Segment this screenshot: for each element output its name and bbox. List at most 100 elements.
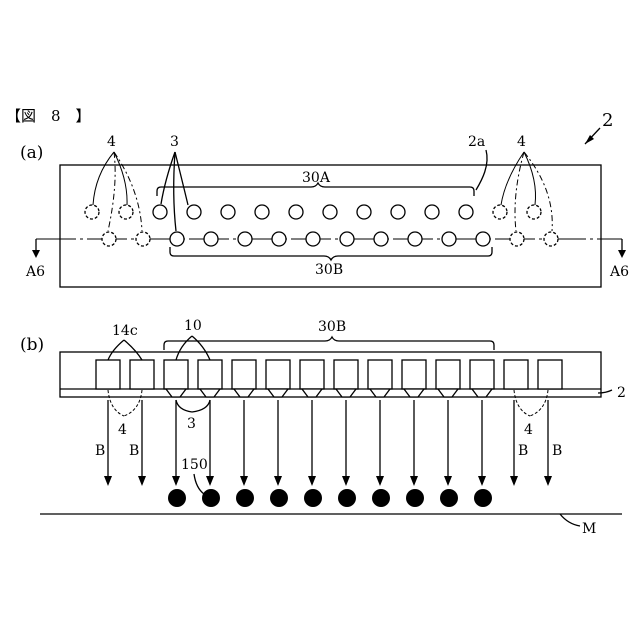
leader-3a-1: [161, 152, 175, 204]
leader-4b-right-1: [514, 390, 530, 416]
leader-14c-2: [124, 340, 142, 360]
part-a-label: (a): [20, 143, 43, 163]
pressure-chamber: [368, 360, 392, 389]
hole-30B: [238, 232, 252, 246]
airflow-arrowhead: [104, 476, 112, 486]
label-30B-b: 30B: [318, 319, 346, 335]
leader-4a-left-2: [108, 152, 115, 231]
nozzle-3: [166, 389, 186, 397]
figure-label: 【図 8 】: [6, 107, 91, 125]
pressure-chamber: [504, 360, 528, 389]
brace-30B: [170, 247, 492, 260]
leader-4a-left-3: [114, 152, 127, 205]
pressure-chamber: [402, 360, 426, 389]
hole-30A: [153, 205, 167, 219]
leader-4a-right-4: [524, 152, 552, 231]
leader-10-1: [176, 336, 192, 360]
nozzle-3: [234, 389, 254, 397]
virtual-hole-4: [119, 205, 133, 219]
droplet-arrowhead: [410, 476, 418, 486]
hole-30B: [476, 232, 490, 246]
leader-14c-1: [108, 340, 124, 360]
ref-3-b: 3: [187, 416, 196, 432]
ref-14c: 14c: [112, 323, 138, 339]
hole-30B: [340, 232, 354, 246]
droplet-150: [406, 489, 424, 507]
airflow-arrowhead: [544, 476, 552, 486]
leader-3b-1: [176, 400, 192, 412]
droplet-arrowhead: [342, 476, 350, 486]
virtual-hole-4: [493, 205, 507, 219]
hole-30B: [408, 232, 422, 246]
ref-2-leader: [598, 390, 612, 393]
droplet-150: [338, 489, 356, 507]
ref-10: 10: [184, 318, 202, 334]
virtual-hole-4: [85, 205, 99, 219]
hole-30A: [391, 205, 405, 219]
leader-4a-right-1: [501, 152, 524, 205]
section-arrowhead-right: [618, 250, 626, 258]
virtual-hole-4: [136, 232, 150, 246]
droplet-arrowhead: [376, 476, 384, 486]
hole-30B: [204, 232, 218, 246]
hole-30B: [306, 232, 320, 246]
part-b-label: (b): [20, 335, 44, 355]
section-arrowhead-left: [32, 250, 40, 258]
leader-150: [194, 474, 204, 494]
hole-30A: [425, 205, 439, 219]
pressure-chamber: [436, 360, 460, 389]
pressure-chamber: [470, 360, 494, 389]
droplet-arrowhead: [478, 476, 486, 486]
nozzle-3: [438, 389, 458, 397]
nozzle-3: [370, 389, 390, 397]
label-30A: 30A: [302, 170, 331, 186]
ref-4-a-right: 4: [517, 134, 526, 150]
airflow-arrowhead: [138, 476, 146, 486]
droplet-arrowhead: [240, 476, 248, 486]
leader-3b-2: [192, 400, 210, 412]
droplet-arrowhead: [308, 476, 316, 486]
droplet-arrowhead: [444, 476, 452, 486]
droplet-150: [168, 489, 186, 507]
nozzle-3: [472, 389, 492, 397]
nozzle-3: [268, 389, 288, 397]
leader-M: [560, 514, 580, 526]
label-B-3: B: [518, 443, 528, 459]
pressure-chamber: [266, 360, 290, 389]
leader-4b-left-2: [124, 390, 142, 416]
pressure-chamber: [198, 360, 222, 389]
hole-30B: [272, 232, 286, 246]
virtual-hole-4: [102, 232, 116, 246]
nozzle-3: [336, 389, 356, 397]
droplet-150: [202, 489, 220, 507]
droplet-150: [372, 489, 390, 507]
hole-30A: [357, 205, 371, 219]
nozzle-3: [404, 389, 424, 397]
leader-4a-left-4: [114, 152, 142, 231]
pressure-chamber: [232, 360, 256, 389]
airflow-arrowhead: [510, 476, 518, 486]
droplet-150: [270, 489, 288, 507]
label-30B-a: 30B: [315, 262, 343, 278]
droplet-150: [474, 489, 492, 507]
ref-4-a-left: 4: [107, 134, 116, 150]
ref-2: 2: [617, 385, 626, 401]
hole-30A: [187, 205, 201, 219]
hole-30A: [221, 205, 235, 219]
virtual-hole-4: [510, 232, 524, 246]
droplet-arrowhead: [172, 476, 180, 486]
virtual-hole-4: [527, 205, 541, 219]
hole-30A: [255, 205, 269, 219]
nozzle-3: [302, 389, 322, 397]
hole-30B: [442, 232, 456, 246]
ref-2a: 2a: [468, 134, 485, 150]
leader-3a-3: [174, 152, 176, 231]
virtual-hole-4: [544, 232, 558, 246]
pressure-chamber: [538, 360, 562, 389]
hole-30A: [459, 205, 473, 219]
ref-4-b-left: 4: [118, 422, 127, 438]
ref-4-b-right: 4: [524, 422, 533, 438]
section-label-right: A6: [609, 264, 629, 280]
pressure-chamber: [334, 360, 358, 389]
